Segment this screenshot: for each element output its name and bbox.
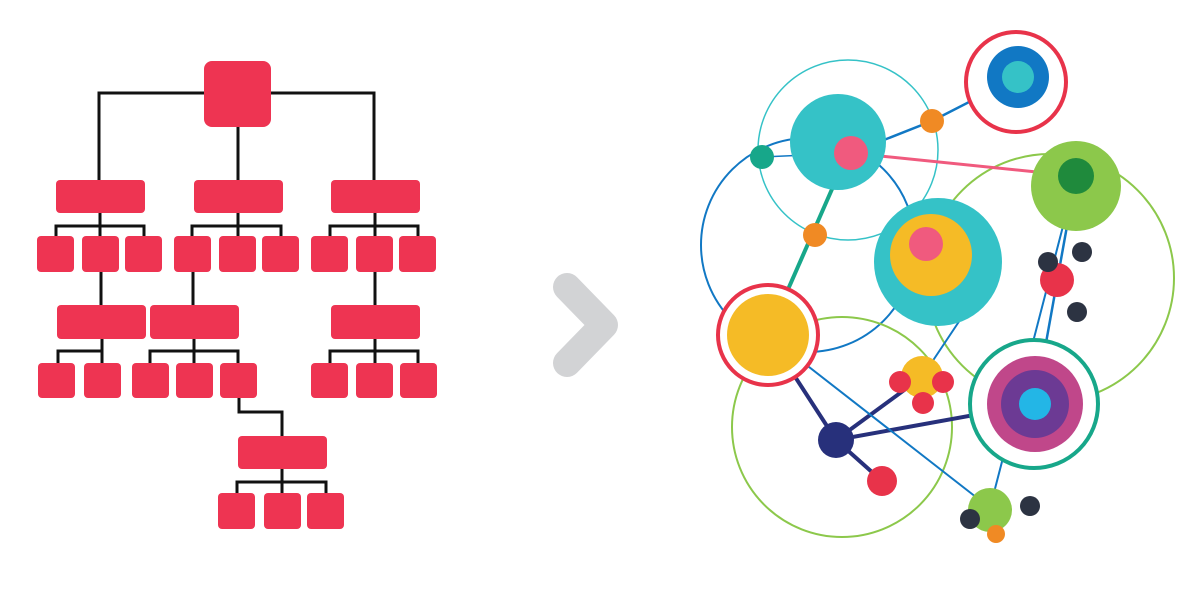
level4-node <box>220 363 257 398</box>
chevron-right-icon <box>553 273 618 377</box>
level2-node <box>262 236 299 272</box>
node-slate-dot <box>960 509 980 529</box>
node-yellow-small <box>901 356 943 398</box>
level1-node <box>194 180 283 213</box>
level4-node <box>132 363 169 398</box>
node-cyan-core <box>1002 61 1034 93</box>
node-cyan-core <box>1019 388 1051 420</box>
level6-node <box>264 493 301 529</box>
level2-node <box>399 236 436 272</box>
level1-node <box>331 180 420 213</box>
node-red-small <box>867 466 897 496</box>
level2-node <box>37 236 74 272</box>
network-graph <box>700 30 1175 543</box>
node-pink-core <box>834 136 868 170</box>
node-slate-dot <box>1067 302 1087 322</box>
level4-node <box>84 363 121 398</box>
level2-node <box>219 236 256 272</box>
level2-node <box>356 236 393 272</box>
level4-node <box>311 363 348 398</box>
level2-node <box>125 236 162 272</box>
level6-node <box>218 493 255 529</box>
node-red-dot <box>889 371 911 393</box>
node-pink-core <box>909 227 943 261</box>
level4-node <box>38 363 75 398</box>
node-teal-large <box>790 94 886 190</box>
node-navy <box>818 422 854 458</box>
level4-node <box>356 363 393 398</box>
level4-node <box>176 363 213 398</box>
node-yellow <box>727 294 809 376</box>
level2-node <box>174 236 211 272</box>
level4-node <box>400 363 437 398</box>
node-slate-dot <box>1072 242 1092 262</box>
level5-node <box>238 436 327 469</box>
node-red-dot <box>912 392 934 414</box>
level1-node <box>56 180 145 213</box>
level2-node <box>82 236 119 272</box>
level3-node <box>331 305 420 339</box>
node-orange-small <box>803 223 827 247</box>
orbit-ring <box>731 316 953 538</box>
node-orange-dot <box>987 525 1005 543</box>
node-orange-small <box>920 109 944 133</box>
hierarchy-nodes <box>37 61 437 529</box>
node-red-dot <box>932 371 954 393</box>
level3-node <box>150 305 239 339</box>
node-seagreen-small <box>750 145 774 169</box>
node-slate-dot <box>1020 496 1040 516</box>
node-slate-dot <box>1038 252 1058 272</box>
node-darkgreen-core <box>1058 158 1094 194</box>
root-node <box>204 61 271 127</box>
level2-node <box>311 236 348 272</box>
level6-node <box>307 493 344 529</box>
hierarchy-connectors <box>54 91 420 493</box>
level3-node <box>57 305 146 339</box>
